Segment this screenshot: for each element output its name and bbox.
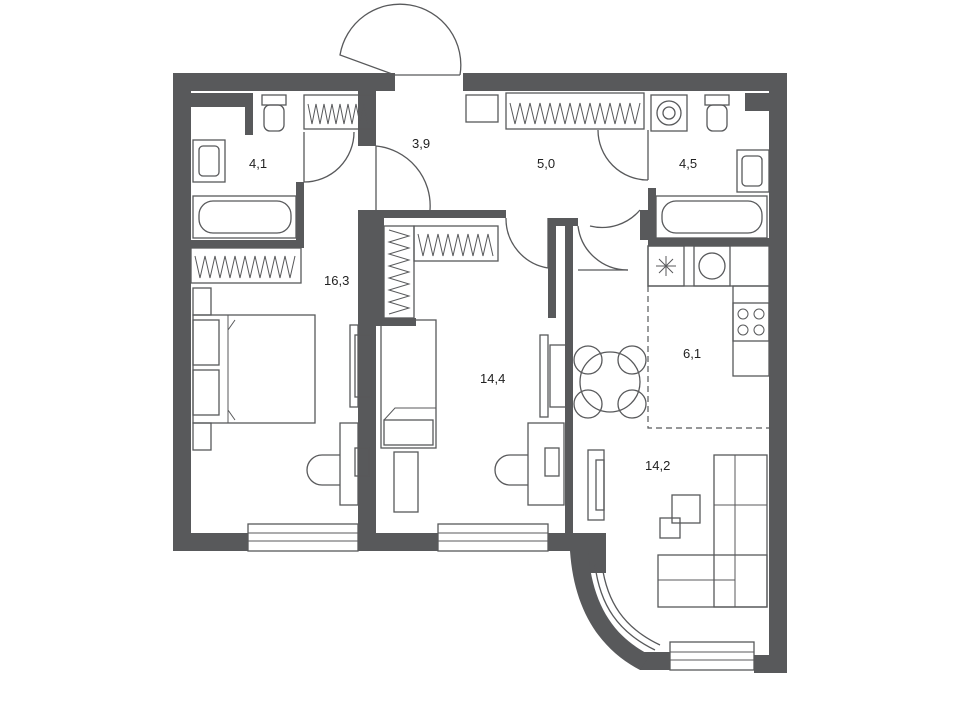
area-label-bathroom-1: 4,1	[249, 156, 267, 171]
washing-machine-icon	[650, 94, 688, 132]
bathroom-2-fixtures	[597, 94, 770, 239]
bathtub-icon	[655, 195, 768, 239]
area-label-living-room: 14,2	[645, 458, 670, 473]
coffee-table-icon	[659, 494, 701, 539]
kitchen-furniture	[573, 245, 770, 429]
stove-icon	[732, 302, 770, 342]
sink-icon	[736, 149, 770, 193]
wardrobes	[190, 92, 645, 319]
sink-icon	[192, 139, 226, 183]
bed-icon	[380, 319, 437, 449]
sofa-icon	[657, 454, 768, 608]
fridge-icon	[647, 245, 685, 287]
bedroom-2-furniture	[380, 319, 567, 513]
interior-walls	[191, 91, 769, 533]
tv-icon	[349, 324, 372, 408]
living-room-furniture	[587, 449, 768, 608]
bed-icon	[192, 314, 316, 424]
toilet-icon	[261, 94, 287, 132]
desk-icon	[494, 422, 565, 506]
area-label-hall: 3,9	[412, 136, 430, 151]
area-label-bedroom-1: 16,3	[324, 273, 349, 288]
washer-icon	[693, 245, 731, 287]
area-label-bathroom-2: 4,5	[679, 156, 697, 171]
area-label-corridor: 5,0	[537, 156, 555, 171]
tv-icon	[587, 449, 605, 521]
room-labels: 4,1 3,9 5,0 4,5 16,3 14,4 6,1 14,2	[249, 136, 701, 473]
toilet-icon	[704, 94, 730, 132]
hall-doors[interactable]	[375, 145, 641, 271]
area-label-kitchen: 6,1	[683, 346, 701, 361]
bedroom-1-furniture	[192, 287, 372, 506]
bathroom-1-fixtures	[192, 94, 355, 239]
bathtub-icon	[192, 195, 297, 239]
windows	[247, 523, 755, 671]
balcony-bay	[570, 551, 661, 670]
entrance-door[interactable]	[339, 3, 462, 76]
desk-icon	[306, 422, 370, 506]
area-label-bedroom-2: 14,4	[480, 371, 505, 386]
dining-table-icon	[573, 345, 647, 419]
tv-icon	[539, 334, 567, 418]
exterior-walls	[173, 73, 787, 673]
